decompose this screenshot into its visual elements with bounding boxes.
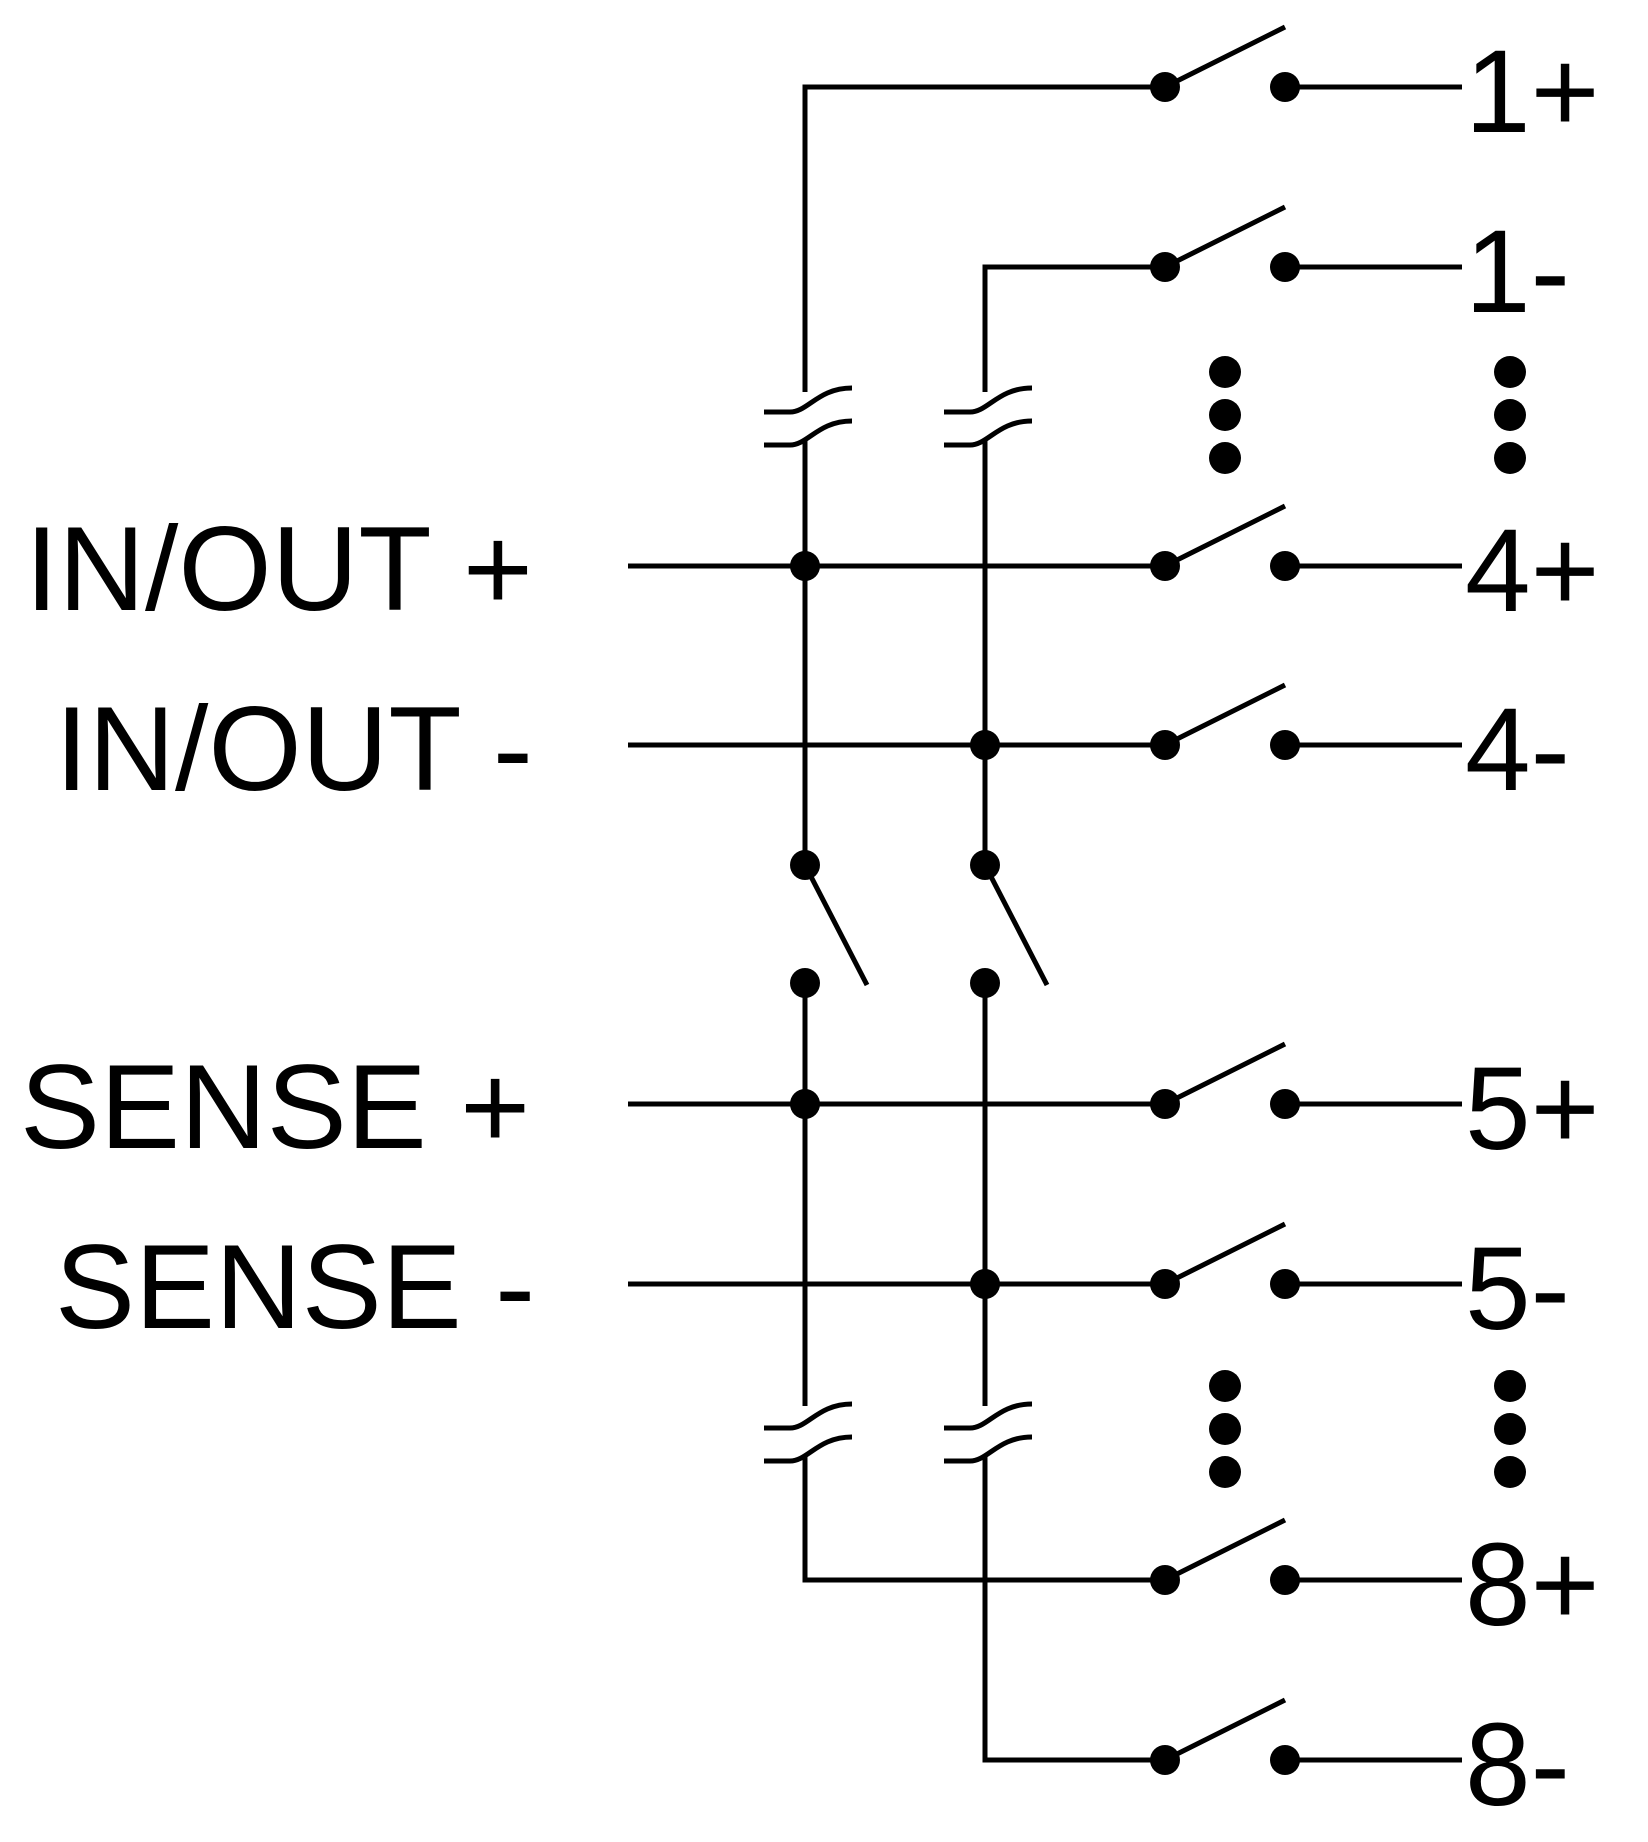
relay-switch-arm bbox=[1163, 682, 1287, 748]
relay-switch bbox=[1150, 503, 1462, 581]
break-symbol bbox=[764, 1401, 853, 1431]
junction-dot bbox=[790, 968, 820, 998]
label-channel-8-plus: 8+ bbox=[1465, 1519, 1600, 1651]
break-symbol bbox=[944, 1434, 1033, 1464]
mux-switch-minus-arm bbox=[982, 863, 1050, 987]
wires bbox=[628, 84, 1165, 1763]
ellipsis-dots bbox=[1209, 356, 1526, 1488]
relay-contact-dot bbox=[1270, 551, 1300, 581]
relay-switch bbox=[1150, 1697, 1462, 1775]
plus-bus-top bbox=[802, 84, 1165, 392]
ellipsis-dot bbox=[1209, 399, 1241, 431]
relay-contact-dot bbox=[1270, 72, 1300, 102]
relay-switch-arm bbox=[1163, 1041, 1287, 1107]
ellipsis-dot bbox=[1494, 442, 1526, 474]
break-symbol bbox=[944, 385, 1033, 415]
relay-contact-dot bbox=[1150, 1565, 1180, 1595]
break-symbol bbox=[944, 418, 1033, 448]
relay-contact-dot bbox=[1150, 72, 1180, 102]
relay-switch-arm bbox=[1163, 1697, 1287, 1763]
relay-contact-dot bbox=[1270, 1745, 1300, 1775]
plus-bus-bottom bbox=[802, 1456, 1165, 1583]
relay-switch-arm bbox=[1163, 204, 1287, 270]
junction-dot bbox=[970, 1269, 1000, 1299]
junctions bbox=[790, 551, 1000, 1299]
relay-contact-dot bbox=[1150, 551, 1180, 581]
relay-contact-dot bbox=[1270, 1089, 1300, 1119]
ellipsis-dot bbox=[1209, 1370, 1241, 1402]
relay-contact-dot bbox=[1150, 730, 1180, 760]
label-channel-1-plus: 1+ bbox=[1465, 26, 1600, 158]
relay-switch-arm bbox=[1163, 503, 1287, 569]
relay-contact-dot bbox=[1150, 1269, 1180, 1299]
mux-switch-plus-arm bbox=[802, 863, 870, 987]
label-channel-1-minus: 1- bbox=[1465, 206, 1570, 338]
junction-dot bbox=[970, 968, 1000, 998]
minus-bus-top bbox=[982, 264, 1165, 392]
label-channel-5-minus: 5- bbox=[1465, 1223, 1570, 1355]
break-symbol bbox=[764, 1434, 853, 1464]
relay-switch-arm bbox=[1163, 1221, 1287, 1287]
label-inout-plus: IN/OUT + bbox=[25, 502, 533, 636]
ellipsis-dot bbox=[1494, 1370, 1526, 1402]
minus-bus-bottom bbox=[982, 1456, 1165, 1763]
break-symbol bbox=[944, 1401, 1033, 1431]
relay-contact-dot bbox=[1150, 1089, 1180, 1119]
junction-dot bbox=[970, 730, 1000, 760]
label-channel-4-plus: 4+ bbox=[1465, 505, 1600, 637]
relay-switch-arm bbox=[1163, 24, 1287, 90]
ellipsis-dot bbox=[1494, 399, 1526, 431]
junction-dot bbox=[790, 551, 820, 581]
relay-contact-dot bbox=[1150, 1745, 1180, 1775]
ellipsis-dot bbox=[1209, 1456, 1241, 1488]
label-channel-4-minus: 4- bbox=[1465, 684, 1570, 816]
relay-switch bbox=[1150, 682, 1462, 760]
ellipsis-dot bbox=[1494, 356, 1526, 388]
relay-switch bbox=[1150, 1517, 1462, 1595]
label-channel-5-plus: 5+ bbox=[1465, 1043, 1600, 1175]
ellipsis-dot bbox=[1209, 1413, 1241, 1445]
relay-switch bbox=[1150, 204, 1462, 282]
ellipsis-dot bbox=[1494, 1456, 1526, 1488]
ellipsis-dot bbox=[1209, 356, 1241, 388]
relays bbox=[1150, 24, 1462, 1775]
label-inout-minus: IN/OUT - bbox=[55, 682, 533, 816]
break-symbol bbox=[764, 385, 853, 415]
ellipsis-dot bbox=[1209, 442, 1241, 474]
label-channel-8-minus: 8- bbox=[1465, 1699, 1570, 1831]
relay-contact-dot bbox=[1270, 1269, 1300, 1299]
junction-dot bbox=[790, 850, 820, 880]
junction-dot bbox=[970, 850, 1000, 880]
relay-switch bbox=[1150, 1041, 1462, 1119]
relay-contact-dot bbox=[1270, 252, 1300, 282]
label-sense-minus: SENSE - bbox=[55, 1220, 535, 1354]
relay-contact-dot bbox=[1150, 252, 1180, 282]
label-sense-plus: SENSE + bbox=[20, 1040, 530, 1174]
break-symbol bbox=[764, 418, 853, 448]
relay-switch-arm bbox=[1163, 1517, 1287, 1583]
relay-switch bbox=[1150, 1221, 1462, 1299]
ellipsis-dot bbox=[1494, 1413, 1526, 1445]
junction-dot bbox=[790, 1089, 820, 1119]
relay-contact-dot bbox=[1270, 1565, 1300, 1595]
relay-switch bbox=[1150, 24, 1462, 102]
relay-contact-dot bbox=[1270, 730, 1300, 760]
